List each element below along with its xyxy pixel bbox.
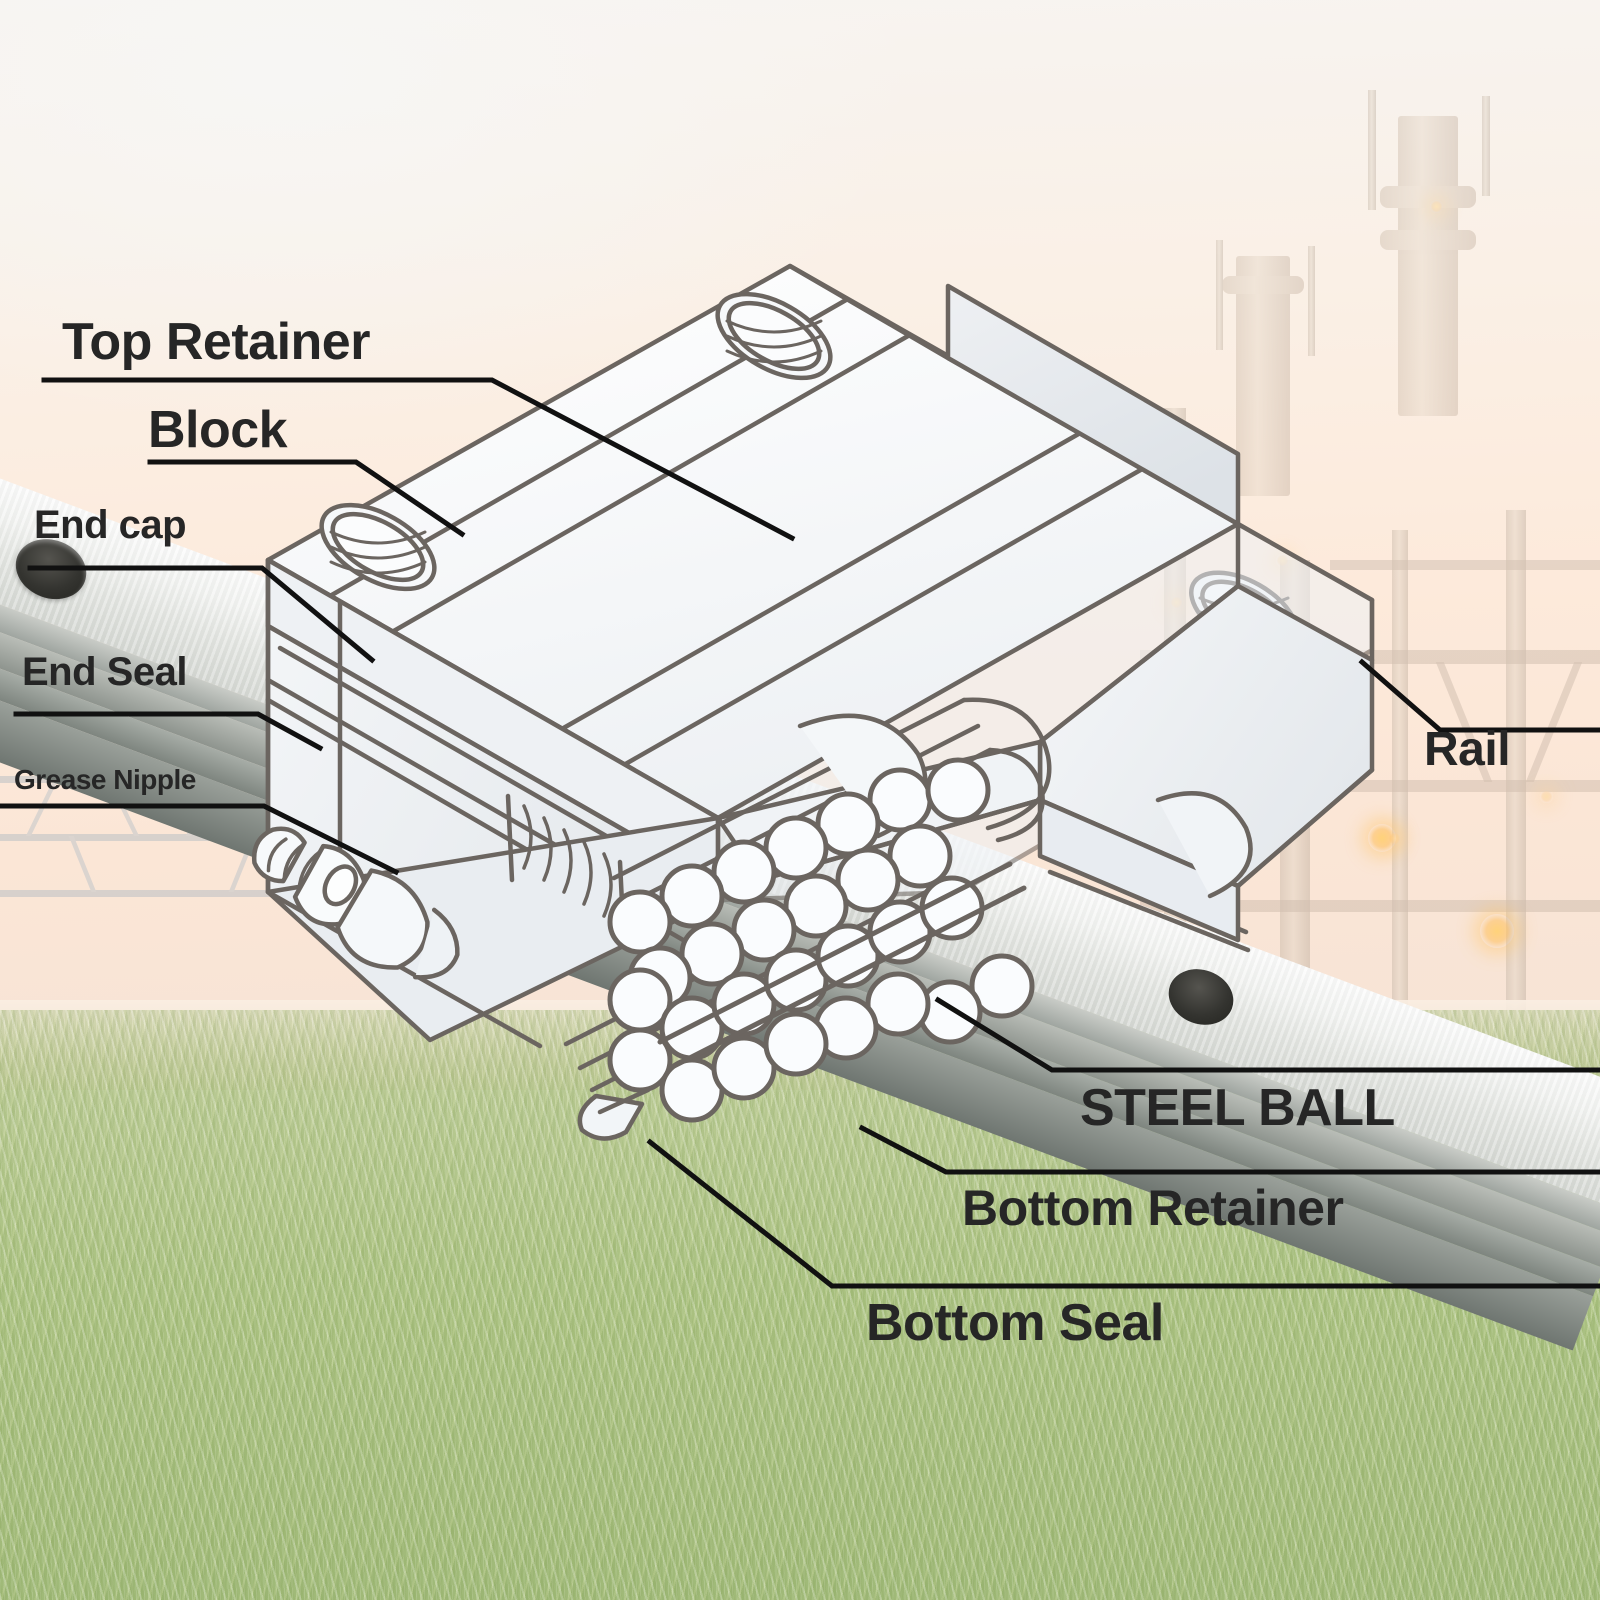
label-end-seal: End Seal bbox=[22, 650, 187, 694]
leader-end-seal bbox=[13, 711, 324, 752]
background-lamp-glow-2 bbox=[1480, 914, 1514, 948]
label-top-retainer: Top Retainer bbox=[62, 313, 370, 371]
label-block: Block bbox=[148, 401, 288, 459]
label-bottom-seal: Bottom Seal bbox=[866, 1294, 1164, 1352]
background-lamp-glow bbox=[1368, 824, 1396, 852]
leader-bottom-seal bbox=[646, 1138, 1600, 1289]
label-bottom-retainer: Bottom Retainer bbox=[962, 1180, 1344, 1236]
label-steel-ball: STEEL BALL bbox=[1080, 1079, 1395, 1137]
leader-grease-nipple bbox=[0, 803, 400, 876]
leader-top-retainer bbox=[41, 377, 796, 542]
leader-steel-ball bbox=[934, 996, 1600, 1073]
label-rail: Rail bbox=[1424, 723, 1511, 776]
leader-end-cap bbox=[27, 565, 376, 664]
label-grease-nipple: Grease Nipple bbox=[14, 764, 196, 795]
label-end-cap: End cap bbox=[34, 503, 187, 547]
leader-rail bbox=[1358, 658, 1600, 733]
leader-block bbox=[147, 459, 466, 538]
leader-bottom-retainer bbox=[858, 1124, 1600, 1175]
